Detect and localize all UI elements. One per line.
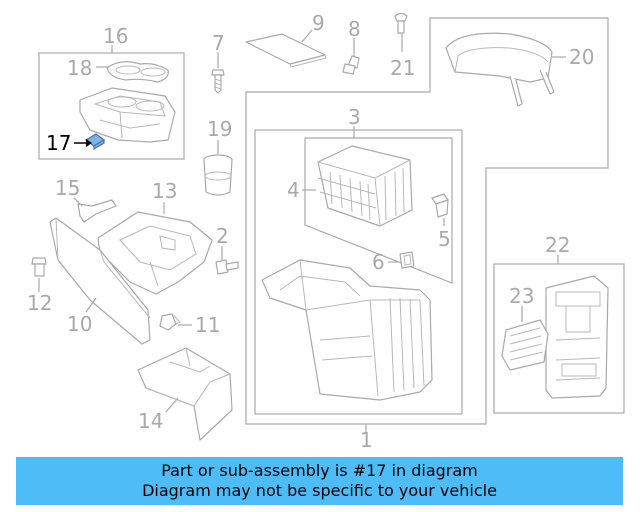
part-8-fastener[interactable]	[342, 55, 360, 75]
part-5-clip[interactable]	[431, 193, 449, 218]
part-11-clip[interactable]	[159, 313, 181, 331]
part-18-cup-insert[interactable]	[106, 61, 169, 83]
part-16-cup-tray[interactable]	[79, 87, 176, 143]
callout-19: 19	[207, 117, 232, 141]
callout-3: 3	[348, 105, 361, 129]
callout-15: 15	[55, 176, 80, 200]
banner-line-1: Part or sub-assembly is #17 in diagram	[161, 461, 478, 480]
callout-9: 9	[312, 11, 325, 35]
callout-4: 4	[287, 178, 300, 202]
callout-10: 10	[67, 312, 92, 336]
callout-22: 22	[545, 233, 570, 257]
callout-16: 16	[103, 24, 128, 48]
part-13-console-base[interactable]	[97, 211, 213, 295]
part-14-lower-bracket[interactable]	[137, 347, 233, 441]
callout-17[interactable]: 17	[46, 131, 71, 155]
part-20-armrest-lid[interactable]	[445, 32, 555, 107]
leader-15	[73, 197, 83, 207]
callout-11: 11	[195, 313, 220, 337]
box-group-22	[493, 263, 625, 414]
callout-1: 1	[360, 428, 373, 452]
callout-5: 5	[438, 227, 451, 251]
part-1-console-body[interactable]	[261, 259, 433, 401]
info-banner: Part or sub-assembly is #17 in diagram D…	[16, 457, 623, 505]
callout-21: 21	[390, 56, 415, 80]
box-assembly-3	[304, 137, 453, 284]
part-23-vent[interactable]	[501, 319, 549, 371]
part-6-clip[interactable]	[399, 251, 415, 269]
part-22-rear-vent-panel[interactable]	[545, 275, 609, 399]
callout-2: 2	[216, 224, 229, 248]
callout-7: 7	[212, 31, 225, 55]
callout-14: 14	[138, 409, 163, 433]
part-21-screw[interactable]	[394, 12, 408, 34]
box-assembly-1-inner	[254, 129, 463, 415]
part-12-screw[interactable]	[31, 257, 47, 277]
part-4-storage-bin[interactable]	[317, 145, 413, 227]
part-19-cup[interactable]	[203, 154, 233, 196]
callout-13: 13	[152, 179, 177, 203]
part-2-screw[interactable]	[215, 259, 239, 275]
leader-14	[165, 397, 179, 413]
part-10-side-panel[interactable]	[49, 217, 151, 345]
part-9-pad[interactable]	[245, 33, 326, 65]
callout-20: 20	[569, 45, 594, 69]
box-assembly-1	[245, 17, 609, 425]
callout-6: 6	[372, 250, 385, 274]
part-15-bracket[interactable]	[77, 199, 117, 223]
callout-18: 18	[67, 56, 92, 80]
banner-line-2: Diagram may not be specific to your vehi…	[142, 481, 497, 500]
leader-10	[85, 297, 97, 313]
leader-9	[301, 29, 313, 43]
part-7-screw[interactable]	[211, 69, 225, 94]
callout-8: 8	[348, 17, 361, 41]
callout-23: 23	[509, 284, 534, 308]
callout-12: 12	[27, 291, 52, 315]
leader-17-arrow	[86, 139, 92, 147]
